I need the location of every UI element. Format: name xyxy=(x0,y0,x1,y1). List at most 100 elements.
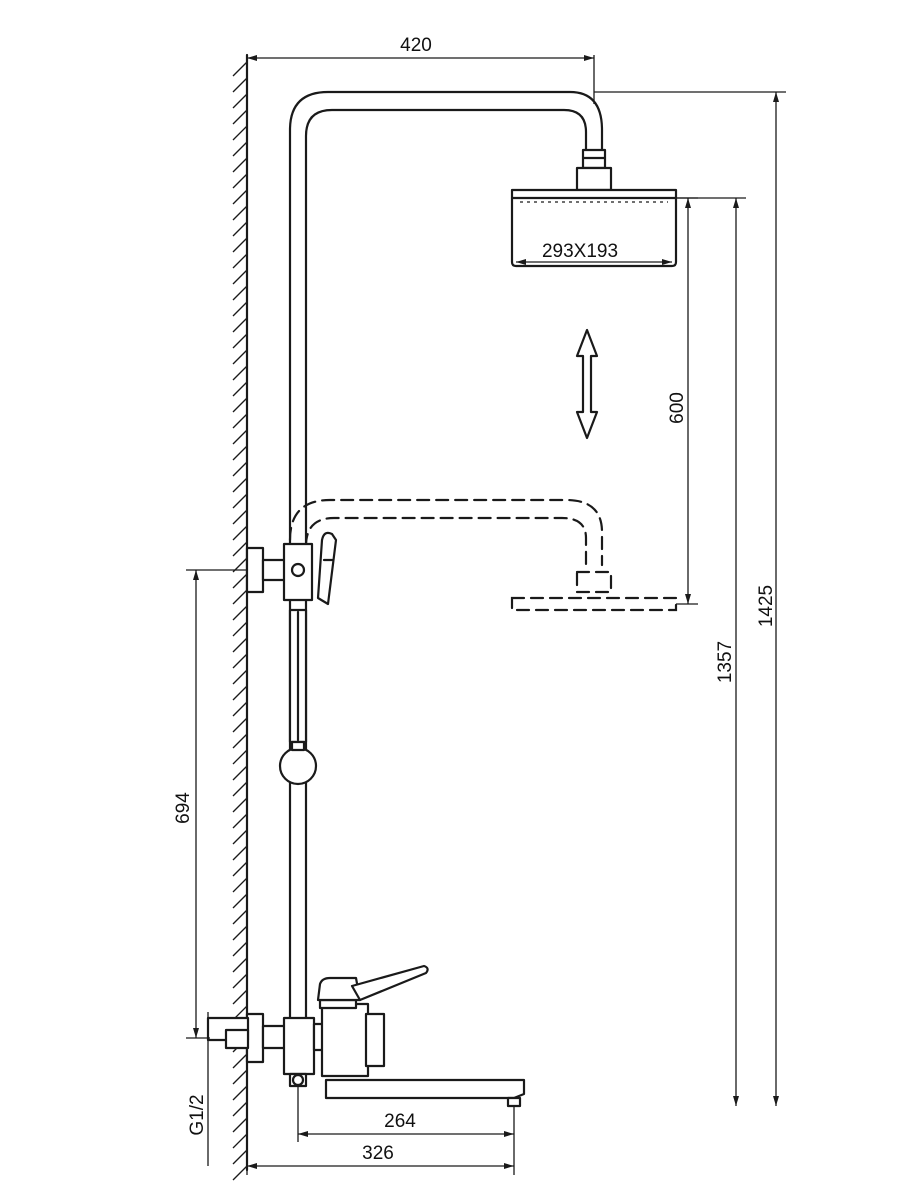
wall xyxy=(232,53,249,1181)
wall-hatch-line xyxy=(232,861,248,877)
wall-hatch-line xyxy=(232,909,248,925)
spout-length-label: 264 xyxy=(384,1111,416,1132)
wall-hatch-line xyxy=(232,413,248,429)
wall-hatch-line xyxy=(232,701,248,717)
wall-hatch-line xyxy=(232,189,248,205)
lowered-head-position xyxy=(288,498,678,612)
wall-hatch-line xyxy=(232,205,248,221)
wall-hatch-line xyxy=(232,61,248,77)
wall-hatch-line xyxy=(232,781,248,797)
bath-spout xyxy=(324,1078,526,1108)
wall-hatch-line xyxy=(232,941,248,957)
wall-hatch-line xyxy=(232,221,248,237)
wall-hatch-line xyxy=(232,1149,248,1165)
head-size-dimension: 293X193 xyxy=(516,241,672,265)
wall-hatch-line xyxy=(232,333,248,349)
top-width-label: 420 xyxy=(400,35,432,56)
wall-hatch-line xyxy=(232,349,248,365)
wall-hatch-line xyxy=(232,461,248,477)
wall-hatch-line xyxy=(232,397,248,413)
projection-label: 326 xyxy=(362,1143,394,1164)
wall-hatch-line xyxy=(232,429,248,445)
wall-hatch-line xyxy=(232,445,248,461)
wall-hatch-line xyxy=(232,973,248,989)
wall-hatch-line xyxy=(232,93,248,109)
wall-hatch-line xyxy=(232,253,248,269)
wall-hatch-line xyxy=(232,957,248,973)
head-height-label: 1357 xyxy=(715,641,736,683)
wall-hatch-line xyxy=(232,1069,248,1085)
lower-wall-bracket xyxy=(245,1012,316,1088)
wall-hatch-line xyxy=(232,813,248,829)
upper-wall-bracket xyxy=(245,542,314,602)
holder-height-dimension: 694 xyxy=(173,569,247,1039)
wall-hatch-line xyxy=(232,317,248,333)
thread-dimension: G1/2 xyxy=(187,1012,209,1166)
wall-hatch-line xyxy=(232,525,248,541)
wall-hatch-line xyxy=(232,1133,248,1149)
top-width-dimension: 420 xyxy=(246,35,595,104)
wall-hatch-line xyxy=(232,925,248,941)
head-size-label: 293X193 xyxy=(542,241,618,262)
holder-height-label: 694 xyxy=(173,792,194,824)
head-height-dimension: 1357 xyxy=(676,197,746,1106)
wall-hatch-line xyxy=(232,573,248,589)
wall-hatch-line xyxy=(232,893,248,909)
wall-hatch-line xyxy=(232,717,248,733)
wall-hatch-line xyxy=(232,733,248,749)
wall-hatch-line xyxy=(232,477,248,493)
mixer-lever xyxy=(350,964,429,1002)
wall-hatch-line xyxy=(232,653,248,669)
thread-label: G1/2 xyxy=(187,1094,208,1135)
wall-hatch-line xyxy=(232,765,248,781)
wall-hatch-line xyxy=(232,797,248,813)
wall-hatch-line xyxy=(232,1053,248,1069)
wall-hatch-line xyxy=(232,877,248,893)
inlet-pipe xyxy=(206,1016,250,1050)
wall-hatch-line xyxy=(232,493,248,509)
wall-hatch-line xyxy=(232,1165,248,1181)
height-adjust-arrow-icon xyxy=(575,328,599,440)
adjust-range-label: 600 xyxy=(667,392,688,424)
wall-hatch-line xyxy=(232,637,248,653)
head-connector xyxy=(575,148,613,192)
slide-bar-knob xyxy=(278,740,318,786)
wall-hatch-line xyxy=(232,1085,248,1101)
wall-hatch-line xyxy=(232,157,248,173)
wall-hatch-line xyxy=(232,845,248,861)
spout-length-dimension: 264 xyxy=(297,1086,515,1142)
wall-hatch-line xyxy=(232,989,248,1005)
adjust-range-dimension: 600 xyxy=(667,197,698,605)
mixer-body xyxy=(312,976,386,1078)
wall-hatch-line xyxy=(232,365,248,381)
wall-hatch-line xyxy=(232,541,248,557)
wall-hatch-line xyxy=(232,285,248,301)
wall-hatch-line xyxy=(232,125,248,141)
riser-pipe xyxy=(288,90,604,1022)
wall-hatch-line xyxy=(232,237,248,253)
wall-hatch-line xyxy=(232,749,248,765)
total-height-label: 1425 xyxy=(756,585,777,627)
wall-hatch-line xyxy=(232,605,248,621)
wall-hatch-line xyxy=(232,509,248,525)
wall-hatch-line xyxy=(232,77,248,93)
wall-hatch-line xyxy=(232,381,248,397)
wall-hatch-line xyxy=(232,589,248,605)
wall-hatch-line xyxy=(232,141,248,157)
rain-shower-head xyxy=(510,188,678,268)
wall-hatch-line xyxy=(232,269,248,285)
wall-hatch-line xyxy=(232,109,248,125)
wall-hatch-line xyxy=(232,173,248,189)
wall-hatch-line xyxy=(232,1117,248,1133)
wall-hatch-line xyxy=(232,1101,248,1117)
wall-hatch-line xyxy=(232,685,248,701)
wall-hatch-line xyxy=(232,829,248,845)
wall-hatch-line xyxy=(232,669,248,685)
wall-hatch-line xyxy=(232,621,248,637)
wall-hatch-line xyxy=(232,301,248,317)
shower-hose xyxy=(288,608,308,744)
projection-dimension: 326 xyxy=(246,1142,515,1175)
hand-shower xyxy=(316,531,338,606)
total-height-dimension: 1425 xyxy=(594,91,786,1106)
